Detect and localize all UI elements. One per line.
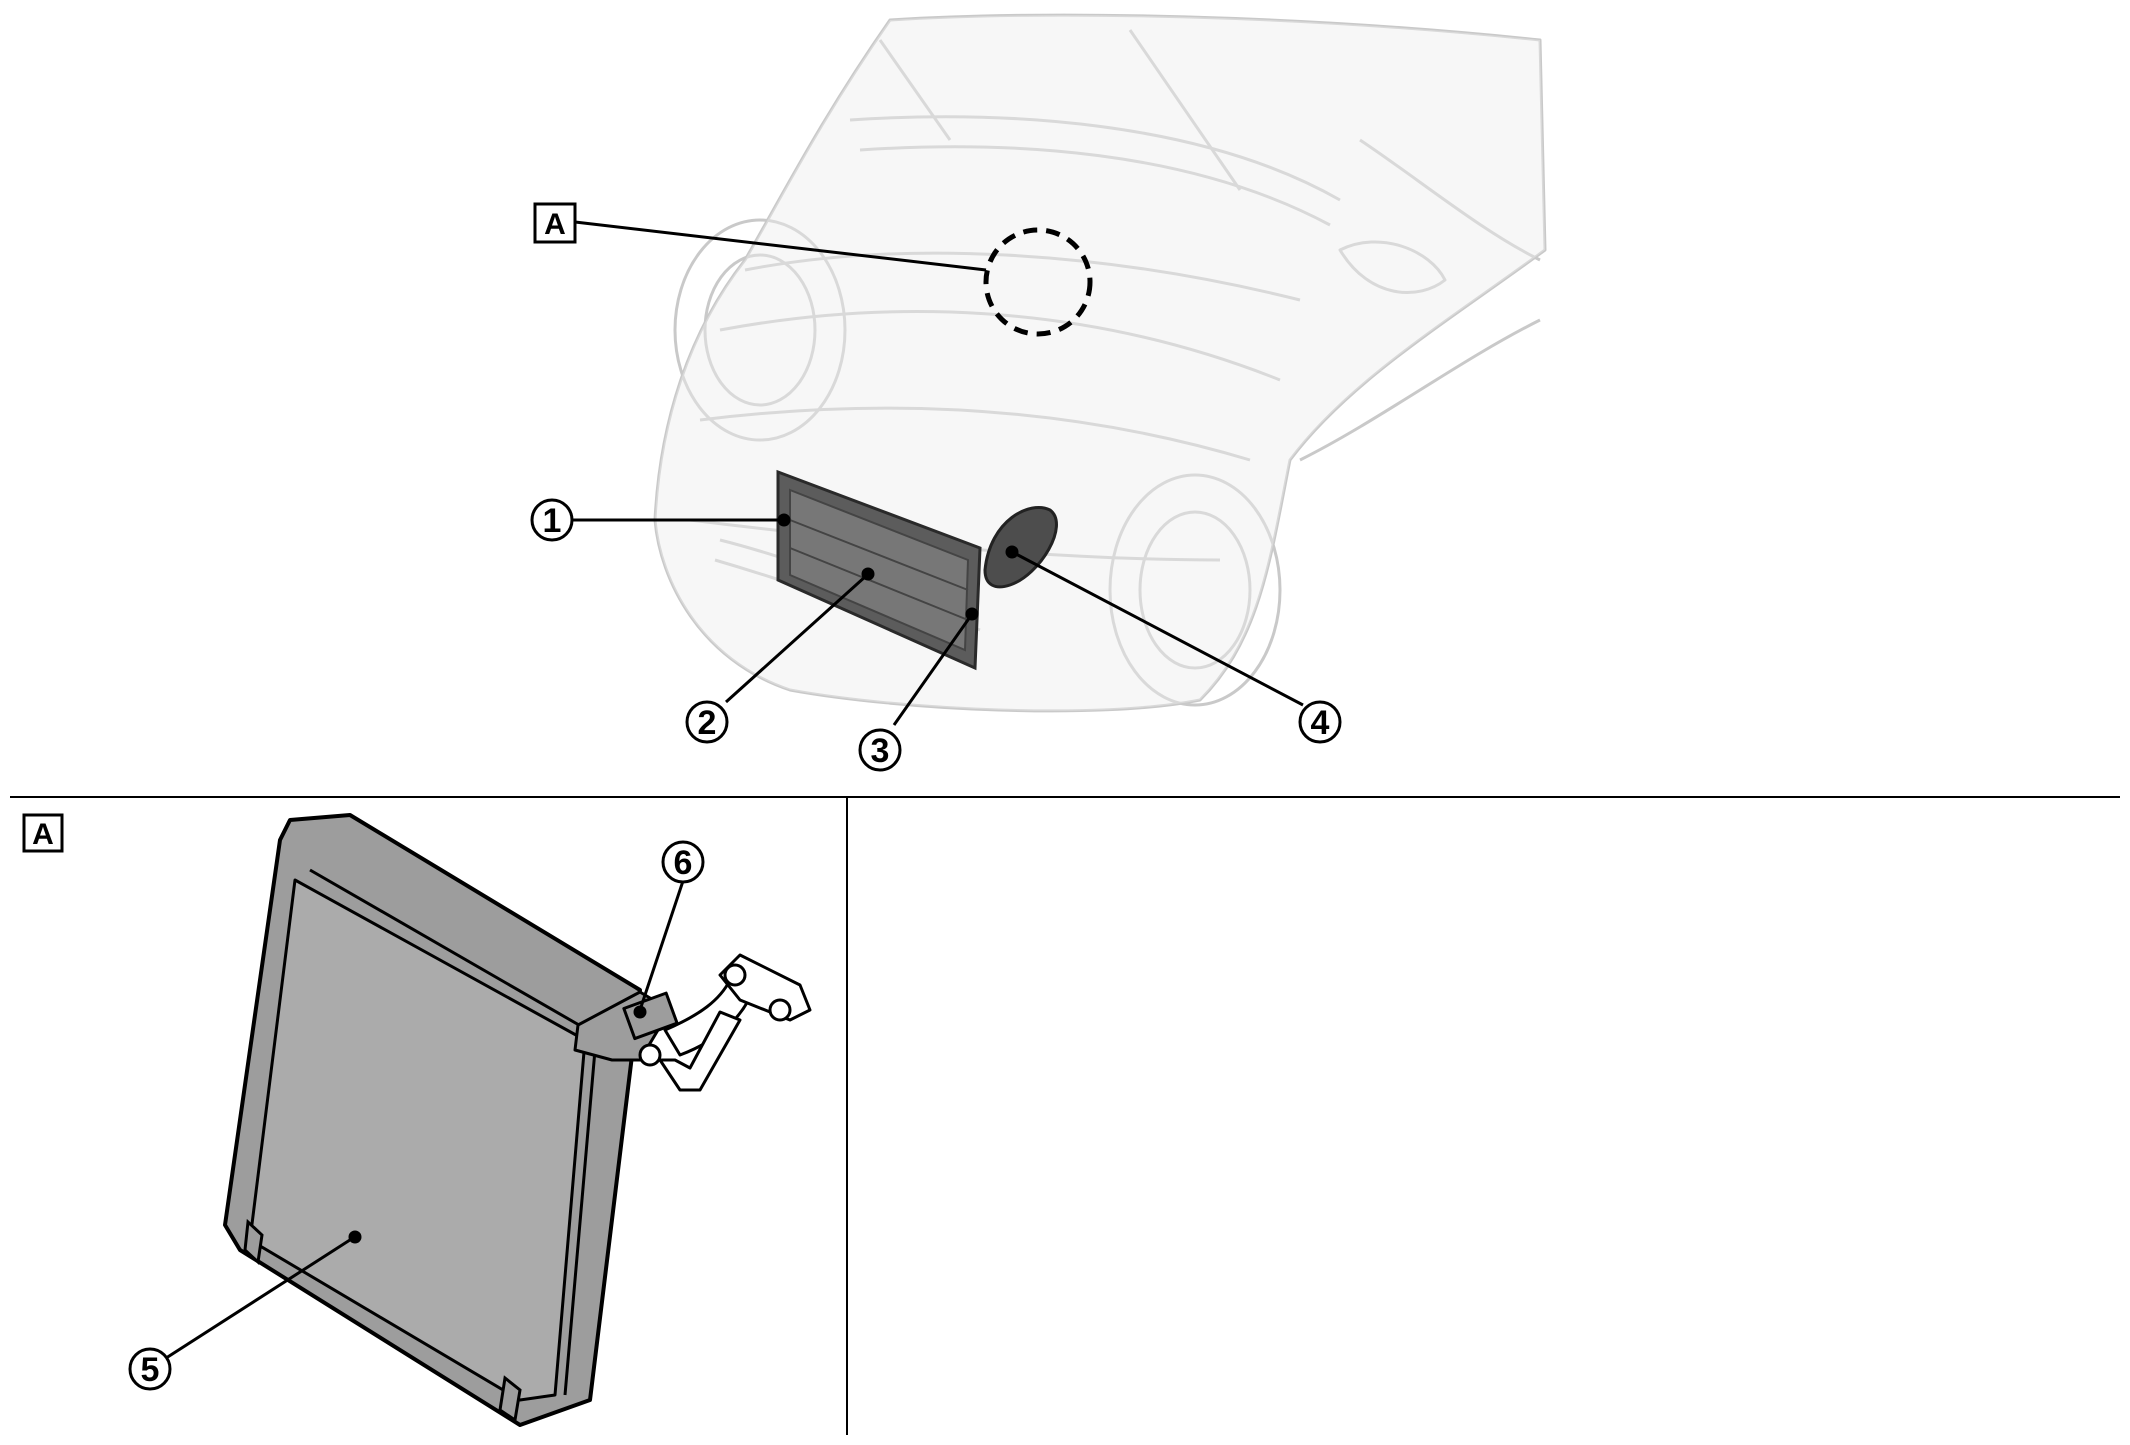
callout-5: 5 [128, 1347, 172, 1391]
evaporator-unit [223, 813, 642, 1427]
vehicle-ghost-tint [655, 15, 1545, 711]
vehicle-ghost-illustration [653, 13, 1547, 713]
callout-leaders-bottom [162, 880, 685, 1362]
callout-1: 1 [530, 498, 574, 542]
expansion-valve-assembly [573, 953, 812, 1092]
callout-leaders [572, 513, 1304, 726]
svg-text:A: A [32, 818, 54, 851]
view-a-label-detail: A [22, 813, 64, 853]
callout-3: 3 [858, 728, 902, 772]
compressor-component [983, 506, 1058, 589]
callout-6: 6 [661, 840, 705, 884]
leader-a [574, 220, 987, 272]
detail-view-a-marker [983, 227, 1093, 337]
callout-2: 2 [685, 700, 729, 744]
view-a-label-main: A [533, 202, 577, 244]
svg-text:3: 3 [871, 732, 890, 770]
svg-text:A: A [544, 208, 566, 241]
svg-text:6: 6 [674, 844, 693, 882]
callout-4: 4 [1298, 700, 1342, 744]
svg-text:5: 5 [141, 1351, 160, 1389]
condenser-module [776, 469, 982, 671]
svg-text:2: 2 [698, 704, 717, 742]
svg-text:4: 4 [1311, 704, 1330, 742]
svg-text:1: 1 [543, 502, 562, 540]
